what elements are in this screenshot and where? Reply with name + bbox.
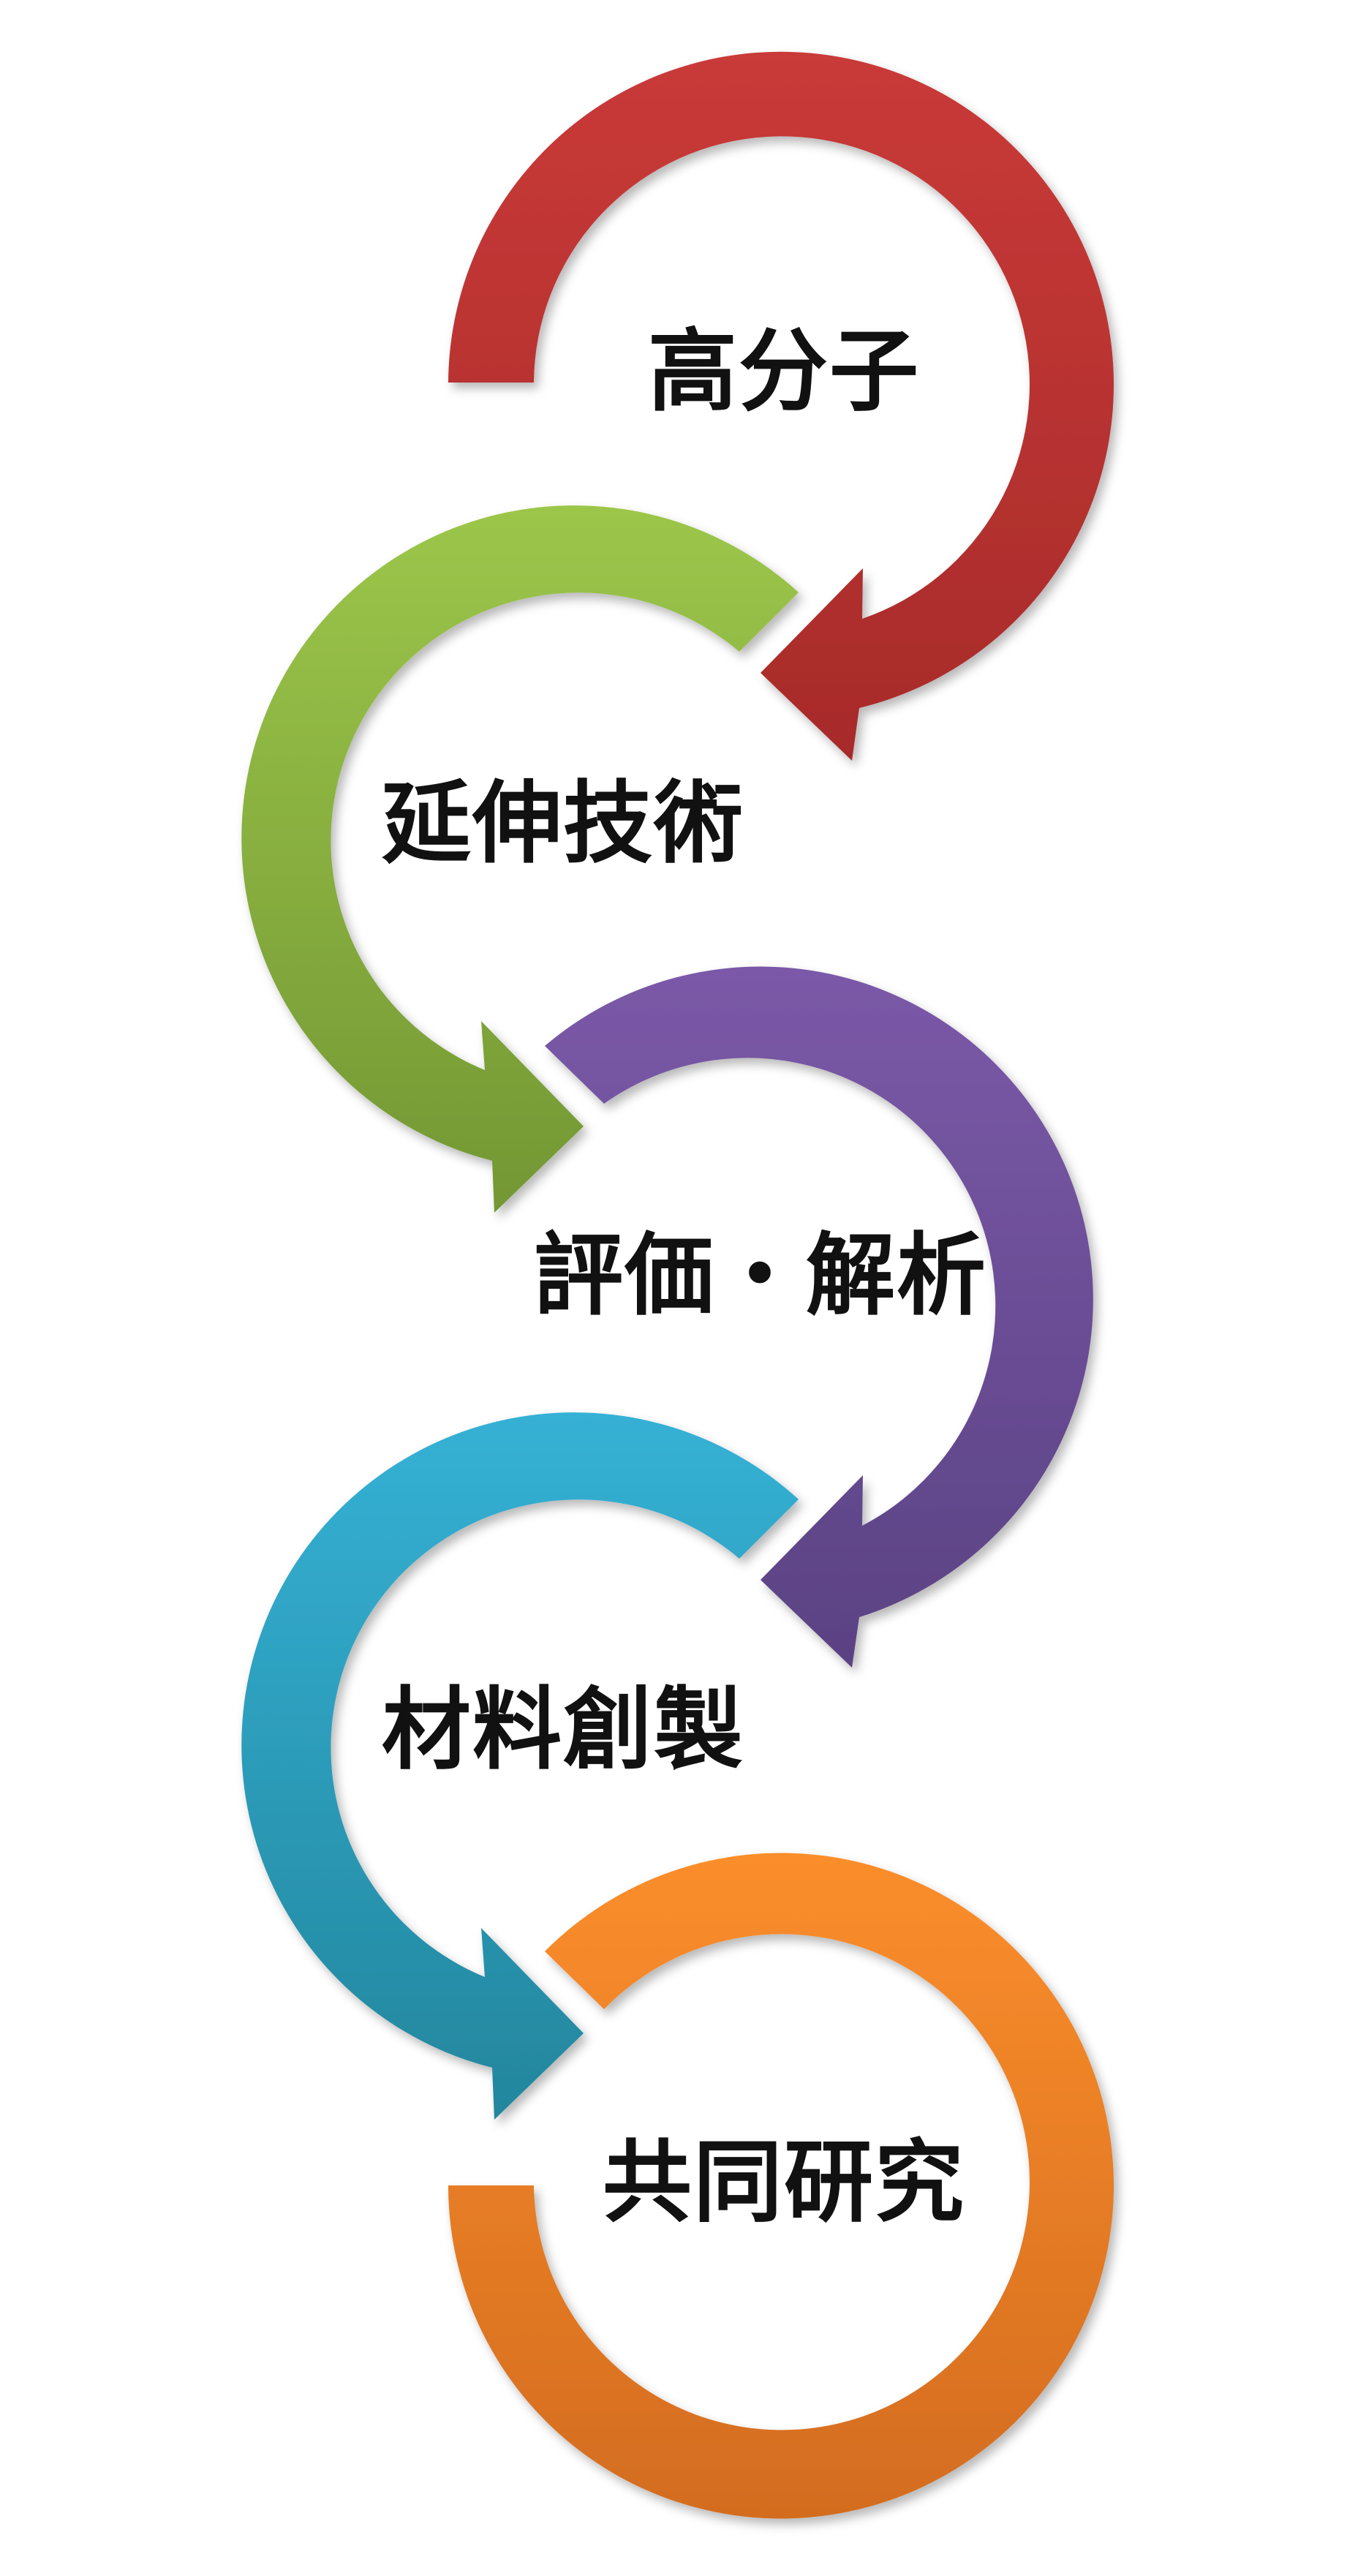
step-3-arrow xyxy=(545,966,1093,1668)
step-3-label: 評価・解析 xyxy=(534,1224,987,1327)
step-4-label: 材料創製 xyxy=(382,1678,744,1782)
step-4-arrow xyxy=(241,1412,799,2120)
step-2-arrow xyxy=(241,505,799,1213)
step-2-label: 延伸技術 xyxy=(382,772,744,875)
step-1-label: 高分子 xyxy=(648,320,920,423)
step-1-arrow xyxy=(448,51,1114,761)
step-5-label: 共同研究 xyxy=(603,2131,965,2234)
